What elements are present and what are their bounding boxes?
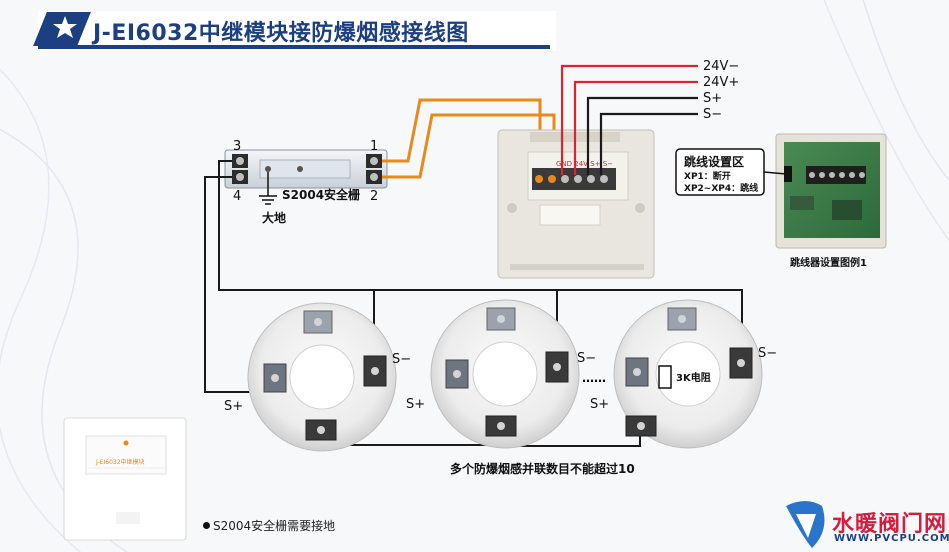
watermark-url: WWW.PVCPU.COM xyxy=(834,533,949,544)
jumper-callout-box xyxy=(675,148,765,196)
star-icon xyxy=(53,16,77,38)
base2-s-plus: S+ xyxy=(406,397,425,412)
ellipsis: …… xyxy=(582,371,606,385)
ground-label: 大地 xyxy=(262,210,286,225)
base2-s-minus: S− xyxy=(577,351,596,366)
barrier-terminal-3: 3 xyxy=(233,139,241,154)
base1-s-minus: S− xyxy=(392,352,411,367)
base3-s-plus: S+ xyxy=(590,397,609,412)
barrier-label: S2004安全栅 xyxy=(282,187,360,202)
detector-caption: 多个防爆烟感并联数目不能超过10 xyxy=(450,461,635,476)
jumper-title: 跳线设置区 xyxy=(684,154,744,169)
module-front-label: J-EI6032中继模块 xyxy=(95,458,145,466)
jumper-xp1: XP1：断开 xyxy=(684,170,731,182)
title-banner xyxy=(38,11,556,51)
jumper-pointer xyxy=(763,171,787,175)
detector-base-1 xyxy=(247,302,397,452)
barrier-terminal-1: 1 xyxy=(370,139,378,154)
title-underline xyxy=(38,45,550,49)
grounding-note: S2004安全栅需要接地 xyxy=(203,517,335,534)
bus-label-24v-minus: 24V− xyxy=(703,59,739,74)
resistor-label: 3K电阻 xyxy=(676,371,711,384)
page-title: J-EI6032中继模块接防爆烟感接线图 xyxy=(93,21,469,46)
detector-base-3 xyxy=(613,299,763,449)
base3-s-minus: S− xyxy=(758,346,777,361)
bullet-icon xyxy=(203,522,210,529)
module-terminal-labels: GND 24V S+ S− xyxy=(556,160,613,168)
bus-wires xyxy=(560,64,698,175)
ground-symbol xyxy=(259,172,277,205)
relay-module-front xyxy=(63,417,187,541)
detector-base-2 xyxy=(430,299,580,449)
jumper-caption: 跳线器设置图例1 xyxy=(790,256,867,269)
base1-s-plus: S+ xyxy=(224,399,243,414)
grounding-note-text: S2004安全栅需要接地 xyxy=(213,519,336,533)
bus-label-s-minus: S− xyxy=(703,107,722,122)
watermark-name: 水暖阀门网 xyxy=(832,512,948,537)
resistor xyxy=(658,365,672,389)
watermark-logo xyxy=(786,501,825,548)
jumper-xp2: XP2~XP4：跳线 xyxy=(684,182,758,194)
barrier-terminal-2: 2 xyxy=(370,189,378,204)
bus-label-s-plus: S+ xyxy=(703,91,722,106)
barrier-terminal-4: 4 xyxy=(233,189,241,204)
bus-label-24v-plus: 24V+ xyxy=(703,75,739,90)
jumper-board xyxy=(775,133,887,249)
safety-barrier xyxy=(224,149,388,189)
